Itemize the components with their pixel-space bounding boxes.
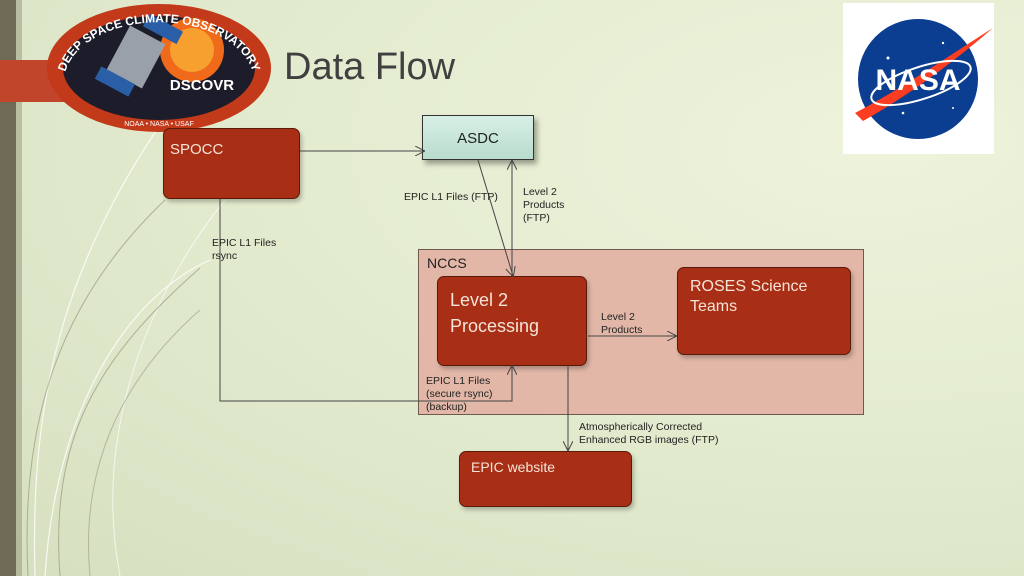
label-level2-products: Level 2 Products bbox=[601, 311, 643, 336]
label-level2-products-ftp: Level 2 Products (FTP) bbox=[523, 186, 565, 224]
asdc-box: ASDC bbox=[422, 115, 534, 160]
label-epic-l1-secure-rsync: EPIC L1 Files (secure rsync) (backup) bbox=[426, 375, 493, 413]
roses-line1: ROSES Science bbox=[690, 278, 808, 295]
dscovr-partners: NOAA • NASA • USAF bbox=[124, 121, 193, 128]
roses-line2: Teams bbox=[690, 298, 738, 315]
level2-processing-line1: Level 2 bbox=[450, 290, 509, 310]
label-atmospherically-corrected: Atmospherically Corrected Enhanced RGB i… bbox=[579, 421, 719, 446]
nasa-text: NASA bbox=[875, 64, 960, 97]
level2-processing-line2: Processing bbox=[450, 316, 540, 336]
epic-website-box: EPIC website bbox=[459, 451, 632, 507]
nccs-label: NCCS bbox=[427, 255, 467, 271]
level2-processing-box: Level 2 Processing bbox=[437, 276, 587, 366]
nasa-logo: NASA bbox=[843, 3, 994, 154]
dscovr-name: DSCOVR bbox=[170, 77, 234, 94]
left-accent-bar bbox=[0, 0, 16, 576]
asdc-label: ASDC bbox=[457, 130, 499, 147]
roses-science-teams-box: ROSES Science Teams bbox=[677, 267, 851, 355]
spocc-label: SPOCC bbox=[170, 141, 224, 158]
left-accent-bar-light bbox=[16, 0, 22, 576]
label-epic-l1-ftp: EPIC L1 Files (FTP) bbox=[404, 191, 498, 203]
spocc-box: SPOCC bbox=[163, 128, 300, 199]
label-epic-l1-rsync: EPIC L1 Files rsync bbox=[212, 237, 277, 262]
epic-website-label: EPIC website bbox=[471, 459, 556, 475]
page-title: Data Flow bbox=[284, 46, 456, 88]
dscovr-logo: DEEP SPACE CLIMATE OBSERVATORY DSCOVR NO… bbox=[47, 4, 271, 132]
